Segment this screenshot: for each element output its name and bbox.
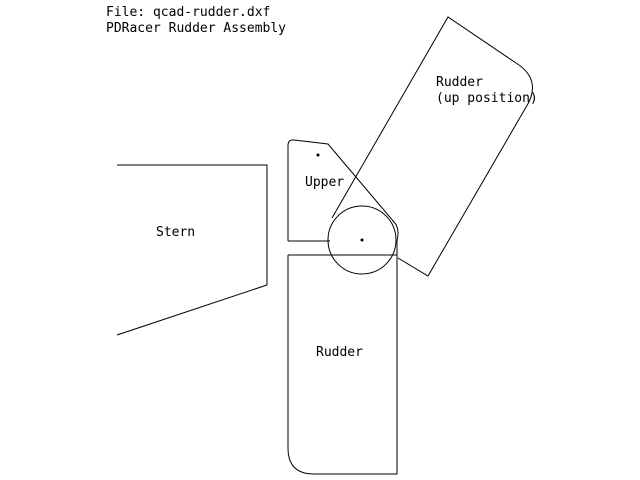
- rudder-blade-down: [287, 241, 398, 475]
- file-name-text: File: qcad-rudder.dxf: [106, 5, 270, 20]
- pivot-pin-hole: [360, 238, 364, 242]
- stern-label: Stern: [156, 225, 195, 240]
- drawing-title-text: PDRacer Rudder Assembly: [106, 21, 286, 36]
- pivot-circle: [327, 205, 397, 275]
- upper-rudder-head: [287, 139, 399, 256]
- rudder-label: Rudder: [316, 345, 363, 360]
- rudder-up-label-line2: (up position): [436, 91, 538, 106]
- stern-shape: [116, 164, 268, 336]
- upper-pin-hole: [316, 153, 320, 157]
- rudder-blade-up: [331, 16, 533, 277]
- upper-label: Upper: [305, 175, 344, 190]
- rudder-up-label-line1: Rudder: [436, 75, 483, 90]
